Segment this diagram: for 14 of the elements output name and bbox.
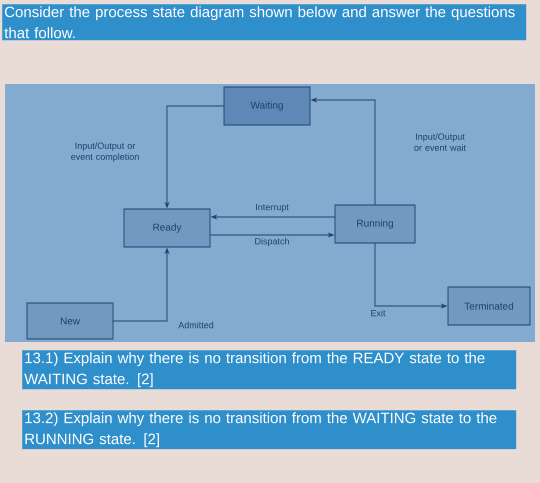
edge-label: Dispatch — [255, 238, 289, 246]
edge-label: Admitted — [178, 322, 214, 328]
state-box: Waiting — [224, 86, 310, 126]
state-box: Running — [334, 204, 416, 244]
edge-label: Exit — [371, 310, 386, 316]
title: Consider the process state diagram shown below and answer the questions that follow. — [2, 4, 526, 40]
edge-label: Input/Output or event wait — [414, 133, 466, 151]
question-text: 13.2) Explain why there is no transition from the WAITING state to the RUNNING state. [2] — [22, 410, 516, 450]
edge-label: Interrupt — [256, 204, 289, 212]
state-box: Ready — [124, 208, 210, 248]
state-box: Terminated — [448, 286, 530, 326]
question-text: 13.1) Explain why there is no transition from the READY state to the WAITING state. [2] — [22, 350, 516, 390]
edge-label: Input/Output or event completion — [71, 142, 139, 162]
state-box: New — [26, 302, 114, 340]
